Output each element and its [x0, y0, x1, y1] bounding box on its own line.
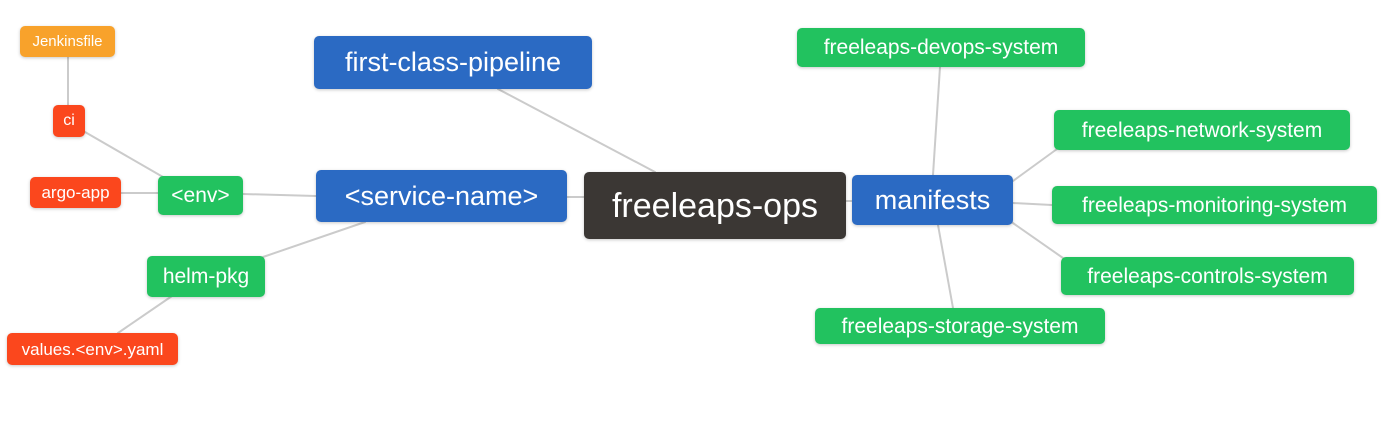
edge-manifests--freeleaps-storage-system — [937, 224, 954, 309]
node-first-class-pipeline[interactable]: first-class-pipeline — [314, 36, 592, 89]
edge-manifests--freeleaps-controls-system — [1009, 220, 1064, 259]
node-jenkinsfile[interactable]: Jenkinsfile — [20, 26, 115, 57]
node-ci[interactable]: ci — [53, 105, 85, 137]
node-freeleaps-devops-system[interactable]: freeleaps-devops-system — [797, 28, 1085, 67]
edge-first-class-pipeline--freeleaps-ops — [497, 88, 656, 173]
node-freeleaps-network-system[interactable]: freeleaps-network-system — [1054, 110, 1350, 150]
edge-env--service-name — [242, 193, 317, 197]
node-manifests[interactable]: manifests — [852, 175, 1013, 225]
node-freeleaps-storage-system[interactable]: freeleaps-storage-system — [815, 308, 1105, 344]
node-freeleaps-monitoring-system[interactable]: freeleaps-monitoring-system — [1052, 186, 1377, 224]
edge-helm-pkg--values-env-yaml — [117, 295, 173, 334]
node-env[interactable]: <env> — [158, 176, 243, 215]
edge-manifests--freeleaps-network-system — [1012, 148, 1058, 182]
edge-manifests--freeleaps-monitoring-system — [1012, 202, 1053, 206]
node-freeleaps-controls-system[interactable]: freeleaps-controls-system — [1061, 257, 1354, 295]
node-freeleaps-ops[interactable]: freeleaps-ops — [584, 172, 846, 239]
node-helm-pkg[interactable]: helm-pkg — [147, 256, 265, 297]
node-argo-app[interactable]: argo-app — [30, 177, 121, 208]
edge-manifests--freeleaps-devops-system — [932, 66, 941, 176]
node-service-name[interactable]: <service-name> — [316, 170, 567, 222]
node-values-env-yaml[interactable]: values.<env>.yaml — [7, 333, 178, 365]
edge-ci--env — [84, 131, 164, 178]
edge-service-name--helm-pkg — [262, 221, 366, 258]
